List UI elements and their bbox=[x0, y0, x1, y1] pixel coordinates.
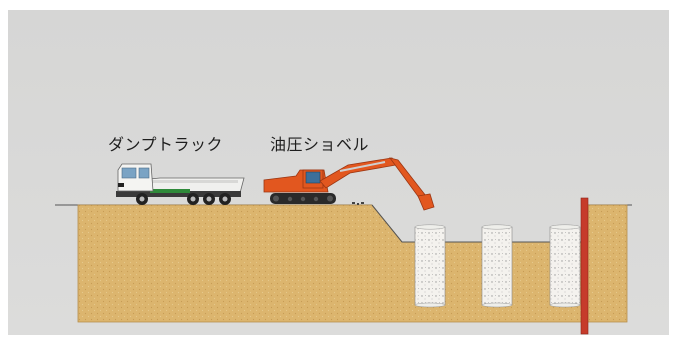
debris bbox=[352, 202, 364, 205]
excavation-outline bbox=[371, 204, 588, 243]
pile-3 bbox=[549, 224, 581, 308]
pile-2 bbox=[481, 224, 513, 308]
hydraulic-shovel-icon bbox=[263, 157, 435, 211]
dump-truck-icon bbox=[116, 163, 245, 205]
pile-1 bbox=[414, 224, 446, 308]
dump-truck-label: ダンプトラック bbox=[108, 135, 224, 154]
hydraulic-shovel-label: 油圧ショベル bbox=[270, 135, 370, 154]
steel-post bbox=[580, 197, 589, 335]
